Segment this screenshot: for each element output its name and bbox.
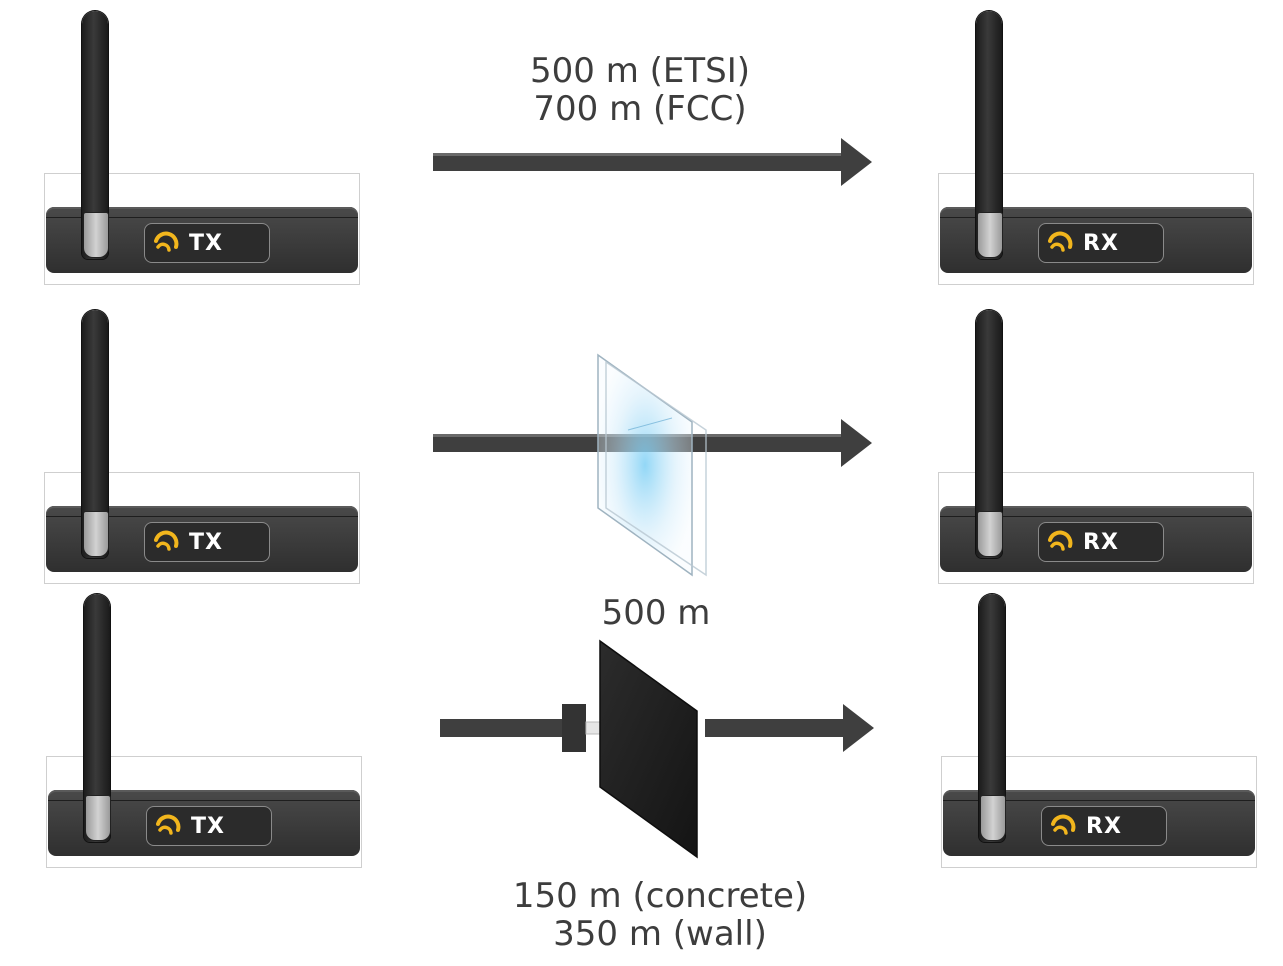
- device-badge: RX: [1038, 522, 1164, 562]
- range-caption-line: 500 m (ETSI): [529, 51, 751, 91]
- transmitter-device-1: TX: [44, 0, 360, 285]
- device-label: RX: [1086, 813, 1122, 839]
- device-label: RX: [1083, 230, 1119, 256]
- device-badge: TX: [144, 522, 270, 562]
- range-caption-line: 150 m (concrete): [512, 876, 808, 916]
- device-badge: TX: [146, 806, 272, 846]
- device-badge: RX: [1041, 806, 1167, 846]
- signal-logo-icon: [1048, 530, 1073, 551]
- range-caption-1: 500 m (ETSI) 700 m (FCC): [440, 52, 840, 128]
- antenna-base: [83, 212, 109, 258]
- antenna-base: [980, 795, 1006, 841]
- device-label: TX: [191, 813, 225, 839]
- device-label: TX: [189, 529, 223, 555]
- antenna-base: [977, 511, 1003, 557]
- glass-pane-icon: [597, 353, 707, 577]
- signal-arrow-3: [440, 704, 874, 752]
- signal-logo-icon: [1048, 231, 1073, 252]
- signal-logo-icon: [1051, 814, 1076, 835]
- receiver-device-1: RX: [938, 0, 1254, 285]
- range-caption-2: 500 m: [506, 594, 806, 632]
- antenna-base: [977, 212, 1003, 258]
- antenna-base: [85, 795, 111, 841]
- range-caption-line: 700 m (FCC): [533, 89, 747, 129]
- signal-logo-icon: [156, 814, 181, 835]
- device-label: RX: [1083, 529, 1119, 555]
- receiver-device-3: RX: [941, 578, 1257, 868]
- signal-arrow-1: [433, 138, 872, 186]
- transmitter-device-3: TX: [46, 578, 362, 868]
- receiver-device-2: RX: [938, 294, 1254, 584]
- range-caption-line: 350 m (wall): [553, 914, 767, 954]
- antenna-base: [83, 511, 109, 557]
- device-label: TX: [189, 230, 223, 256]
- range-caption-line: 500 m: [601, 593, 711, 633]
- transmitter-device-2: TX: [44, 294, 360, 584]
- device-badge: RX: [1038, 223, 1164, 263]
- concrete-wall-icon: [599, 639, 698, 859]
- device-badge: TX: [144, 223, 270, 263]
- signal-logo-icon: [154, 231, 179, 252]
- range-caption-3: 150 m (concrete) 350 m (wall): [460, 877, 860, 953]
- signal-logo-icon: [154, 530, 179, 551]
